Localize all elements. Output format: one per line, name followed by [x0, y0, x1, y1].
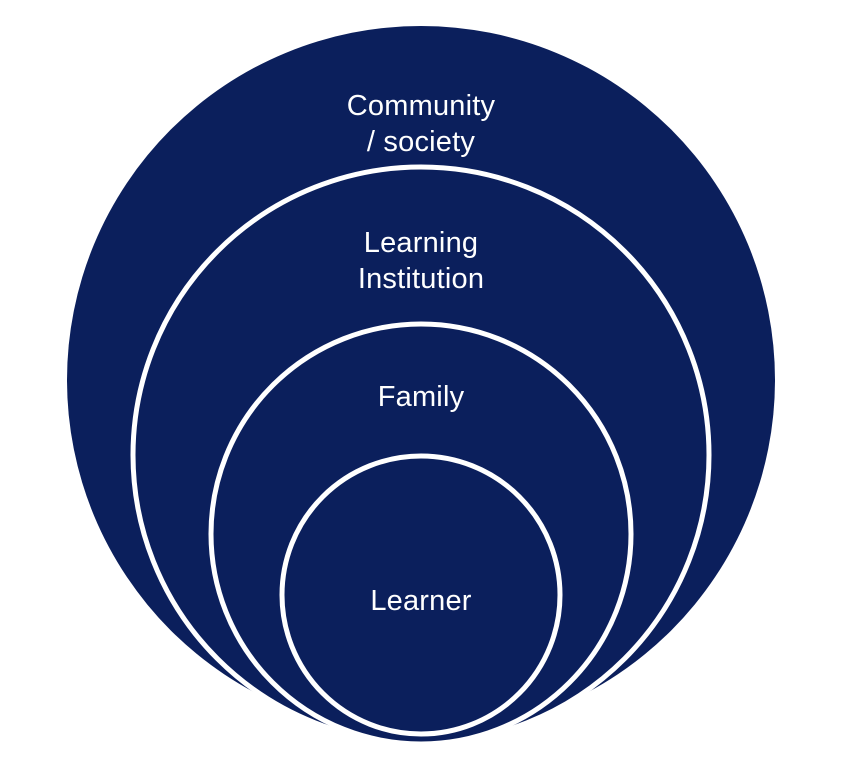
- label-learner-line-1: Learner: [370, 585, 472, 617]
- label-community-line-2: / society: [366, 126, 476, 158]
- label-community-line-1: Community: [346, 90, 496, 122]
- label-learner: Learner: [0, 583, 842, 619]
- label-learning-institution-line-2: Institution: [357, 263, 485, 295]
- label-family-line-1: Family: [377, 381, 465, 413]
- label-learning-institution-line-1: Learning: [363, 227, 479, 259]
- label-family: Family: [0, 379, 842, 415]
- label-community: Community / society: [0, 88, 842, 160]
- label-learning-institution: Learning Institution: [0, 225, 842, 297]
- circle-learner: [279, 453, 563, 737]
